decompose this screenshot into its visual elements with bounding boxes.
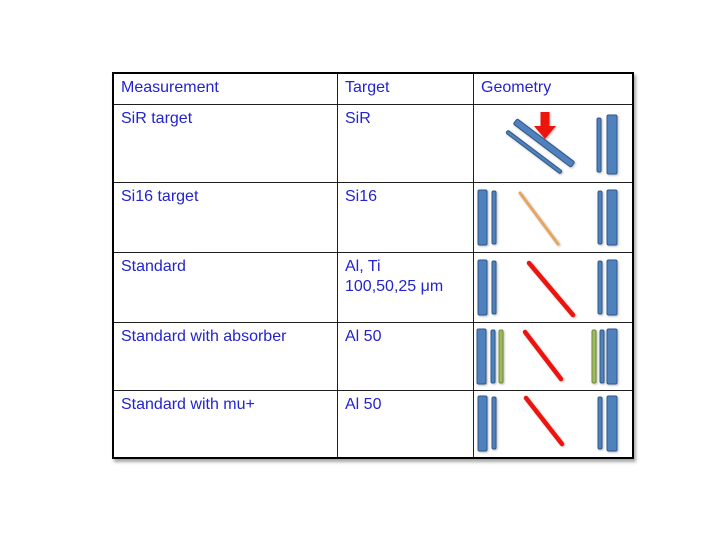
detector-bar-thick	[606, 259, 618, 316]
target-cell-line: Al 50	[345, 328, 382, 345]
detector-bar-thick	[606, 114, 618, 175]
tilted-target-bar-thin	[505, 130, 563, 174]
absorber-bar	[498, 329, 504, 384]
geometry-diagram	[476, 328, 618, 385]
measurement-table: Measurement Target Geometry SiR target S…	[112, 72, 634, 459]
detector-bar-thin	[491, 190, 497, 245]
detector-bar-thick	[606, 395, 618, 452]
geometry-diagram	[505, 112, 618, 175]
header-cell-measurement: Measurement	[114, 74, 338, 105]
detector-bar-thin	[597, 396, 603, 450]
target-cell: Al 50	[338, 323, 474, 391]
geometry-cell	[474, 323, 632, 391]
header-cell-target: Target	[338, 74, 474, 105]
detector-bar-thin	[597, 190, 603, 245]
target-cell-line: Si16	[345, 188, 378, 205]
target-cell: Si16	[338, 183, 474, 253]
detector-bar-thick	[606, 328, 618, 385]
beam-path-line	[526, 260, 576, 318]
measurement-cell: Standard with absorber	[114, 323, 338, 391]
detector-bar-thin	[596, 117, 602, 173]
geometry-diagram	[477, 395, 618, 452]
geometry-cell	[474, 391, 632, 457]
measurement-cell: Si16 target	[114, 183, 338, 253]
target-cell-line: Al, Ti	[345, 258, 381, 275]
geometry-cell	[474, 253, 632, 323]
beam-arrow-icon	[534, 112, 556, 139]
target-cell-line: SiR	[345, 110, 371, 127]
detector-bar-thick	[477, 395, 488, 452]
target-cell: Al 50	[338, 391, 474, 457]
detector-bar-thick	[477, 189, 488, 246]
detector-bar-thin	[597, 260, 603, 315]
beam-path-line	[518, 191, 560, 246]
measurement-cell: SiR target	[114, 105, 338, 183]
beam-path-line	[522, 329, 564, 382]
geometry-cell	[474, 105, 632, 183]
geometry-diagram	[477, 259, 618, 318]
detector-bar-thin	[490, 329, 496, 384]
detector-bar-thick	[476, 328, 487, 385]
beam-path-line	[523, 395, 565, 447]
geometry-diagram	[477, 189, 618, 246]
detector-bar-thick	[477, 259, 488, 316]
tilted-target-bar-thick	[513, 118, 575, 168]
target-cell: Al, Ti 100,50,25 μm	[338, 253, 474, 323]
geometry-cell	[474, 183, 632, 253]
target-cell-line: Al 50	[345, 396, 382, 413]
absorber-bar	[591, 329, 597, 384]
measurement-cell: Standard	[114, 253, 338, 323]
detector-bar-thick	[606, 189, 618, 246]
target-cell: SiR	[338, 105, 474, 183]
detector-bar-thin	[491, 396, 497, 450]
header-cell-geometry: Geometry	[474, 74, 632, 105]
target-cell-line: 100,50,25 μm	[345, 278, 444, 295]
measurement-cell: Standard with mu+	[114, 391, 338, 457]
detector-bar-thin	[599, 329, 605, 384]
detector-bar-thin	[491, 260, 497, 315]
